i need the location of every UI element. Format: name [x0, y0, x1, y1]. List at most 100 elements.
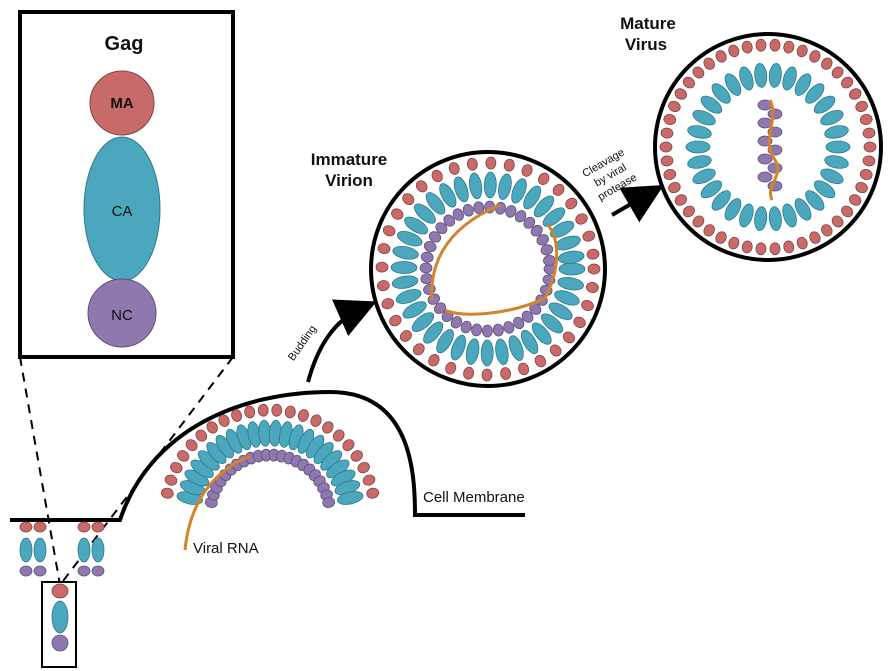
gag-ma: [19, 521, 33, 533]
gag-ma: [377, 243, 391, 255]
gag-ma: [332, 429, 345, 442]
viral-rna-label: Viral RNA: [193, 540, 259, 557]
gag-ca: [692, 168, 716, 185]
gag-ma: [831, 66, 844, 79]
gag-ma: [362, 474, 376, 486]
gag-ma: [391, 208, 404, 220]
gag-ma: [859, 114, 873, 125]
gag-ma: [322, 421, 334, 434]
gag-ca: [700, 180, 723, 199]
gag-ma: [463, 366, 475, 380]
gag-nc: [19, 565, 33, 577]
gag-ma: [668, 182, 681, 194]
gag-ma: [741, 240, 753, 254]
gag-ca: [439, 183, 457, 208]
mature-capsid-ring: [685, 63, 851, 231]
gag-ma: [206, 421, 218, 434]
gag-ca: [557, 276, 584, 291]
gag-nc: [433, 302, 447, 315]
single-ma: [51, 583, 69, 599]
gag-ma: [257, 403, 269, 417]
gag-ma: [185, 439, 198, 451]
gag-ca: [558, 262, 586, 276]
gag-ma: [375, 261, 389, 273]
gag-ca: [423, 321, 444, 344]
ca-label: CA: [112, 203, 133, 220]
gag-ca: [498, 173, 512, 200]
gag-ma: [663, 169, 677, 180]
gag-nc: [91, 565, 105, 577]
gag-ma: [485, 156, 497, 170]
gag-ma: [77, 521, 91, 533]
gag-ma: [821, 57, 833, 70]
gag-ma: [412, 343, 425, 356]
gag-ma: [271, 403, 283, 417]
gag-ma: [755, 38, 767, 52]
nc-label: NC: [111, 307, 133, 324]
gag-ma: [445, 361, 457, 375]
gag-nc: [492, 323, 504, 337]
gag-ma: [769, 242, 781, 256]
gag-ma: [755, 242, 767, 256]
gag-panel: Gag MA CA NC: [18, 10, 235, 359]
gag-ca: [687, 155, 712, 169]
gag-ma: [674, 194, 687, 206]
gag-ma: [244, 405, 256, 419]
gag-nc: [33, 565, 47, 577]
gag-ma: [862, 155, 876, 167]
gag-ma: [715, 50, 727, 63]
bud-viral-rna: [183, 454, 251, 551]
gag-nc: [462, 203, 474, 217]
budding-arrow: [306, 299, 377, 383]
gag-ca: [468, 172, 483, 200]
gag-nc: [767, 162, 783, 174]
gag-ma: [703, 224, 715, 237]
gag-ma: [715, 231, 727, 244]
gag-ma: [586, 282, 599, 293]
gag-ca: [685, 140, 711, 154]
gag-ma: [586, 248, 600, 260]
gag-ma: [500, 367, 512, 380]
gag-ma: [448, 162, 460, 175]
immature-viral-rna: [430, 203, 559, 316]
zoom-line-left: [19, 356, 61, 586]
gag-ca: [541, 313, 564, 334]
gag-ca: [824, 125, 849, 139]
gag-ma: [668, 100, 681, 112]
gag-ma: [841, 205, 854, 218]
gag-ca: [392, 246, 419, 260]
gag-nc: [514, 210, 527, 223]
gag-ca: [19, 537, 33, 563]
gag-ca: [404, 216, 429, 235]
gag-ma: [503, 158, 515, 172]
gag-ma: [534, 354, 547, 368]
gag-ca: [483, 171, 497, 199]
gag-ca: [337, 491, 364, 505]
gag-ma: [692, 215, 705, 228]
gag-ca: [523, 185, 542, 210]
gag-ca: [548, 302, 573, 320]
gag-ca: [824, 155, 849, 169]
gag-ca: [33, 537, 47, 563]
gag-ma: [33, 521, 47, 533]
gag-ca: [768, 206, 782, 231]
immature-title-line1: Immature: [311, 150, 388, 169]
gag-ma: [855, 182, 868, 194]
gag-ma: [195, 429, 208, 442]
gag-nc: [471, 323, 483, 337]
gag-ma: [582, 230, 596, 242]
gag-ma: [552, 183, 565, 196]
gag-ma: [821, 224, 833, 237]
gag-nc: [521, 310, 534, 323]
immature-gag-layer: [375, 156, 601, 382]
gag-ma: [741, 40, 753, 54]
gag-ma: [862, 127, 876, 139]
gag-ca: [820, 168, 844, 185]
gag-ca: [450, 334, 467, 361]
gag-nc: [523, 216, 536, 229]
gag-ca: [453, 176, 469, 203]
gag-ma: [350, 450, 363, 462]
gag-nc: [513, 316, 525, 330]
bud-gag-layer: [160, 403, 380, 508]
gag-ma: [231, 409, 243, 422]
